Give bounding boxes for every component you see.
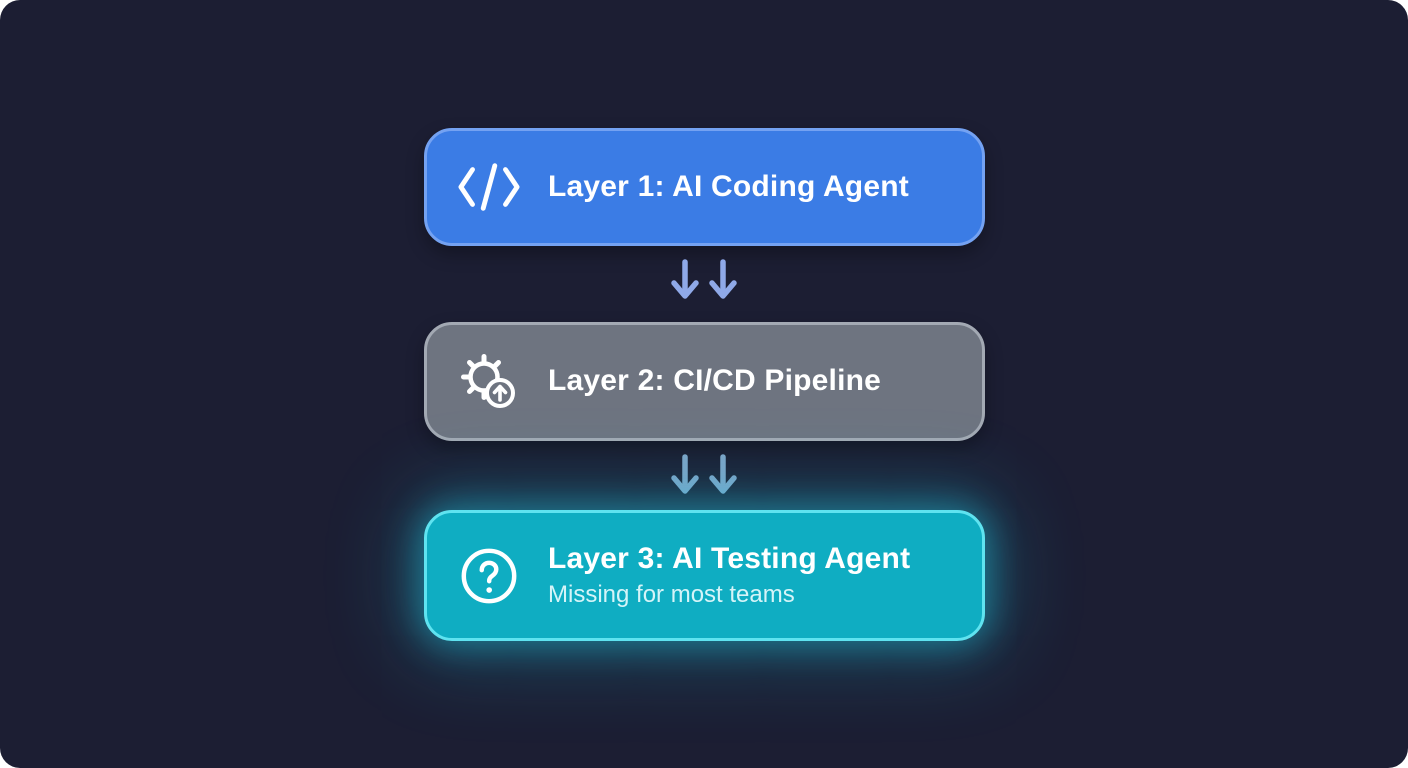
code-icon [457,155,521,219]
down-arrows-1 [644,258,764,304]
layer-1-title: Layer 1: AI Coding Agent [548,169,909,203]
layer-3-subtitle: Missing for most teams [548,581,795,609]
double-down-arrow-icon [671,454,737,494]
layer-2-title: Layer 2: CI/CD Pipeline [548,364,882,398]
layer-2-box: Layer 2: CI/CD Pipeline [424,322,985,441]
gear-deploy-icon [457,350,521,414]
layer-3-box: Layer 3: AI Testing Agent Missing for mo… [424,510,985,641]
down-arrows-2 [644,453,764,499]
layer-3-title: Layer 3: AI Testing Agent [548,541,911,575]
question-circle-icon [457,544,521,608]
layer-1-box: Layer 1: AI Coding Agent [424,128,985,246]
double-down-arrow-icon [671,259,737,299]
